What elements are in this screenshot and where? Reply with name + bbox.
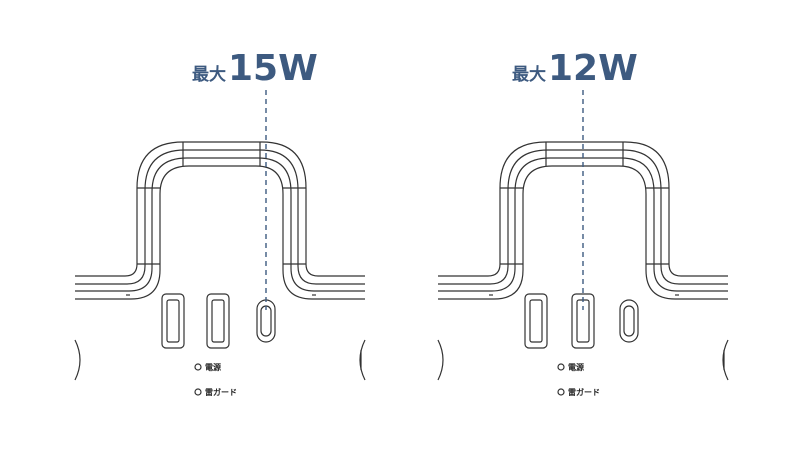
strip-outline-mid [438, 149, 728, 285]
product-panel-left: 最大 15W [74, 48, 366, 397]
outlet-left-edge [74, 339, 81, 381]
usb-a-port-2 [571, 293, 595, 349]
power-led [194, 363, 202, 371]
product-panel-right: 最大 12W [400, 0, 800, 450]
power-strip-drawing: 電源 雷ガード [437, 90, 729, 397]
strip-outline-inner [75, 157, 365, 292]
caption-wattage: 12W [548, 48, 638, 89]
power-led-label: 電源 [568, 362, 584, 372]
caption-wattage: 15W [228, 48, 318, 89]
outlet-right-edge [722, 339, 729, 381]
outlet-left-edge [437, 339, 444, 381]
usb-c-port [619, 299, 639, 343]
strip-outline-inner [438, 157, 728, 292]
power-strip-drawing: 電源 雷ガード [74, 90, 366, 397]
max-output-caption: 最大 12W [512, 48, 638, 98]
guard-led-label: 雷ガード [205, 387, 237, 397]
strip-outline-outer [438, 141, 728, 277]
guard-led [557, 388, 565, 396]
strip-outline-face [438, 165, 728, 300]
caption-prefix: 最大 [512, 65, 546, 85]
usb-a-port-1 [524, 293, 548, 349]
strip-outline-outer [75, 141, 365, 277]
usb-a-port-1 [161, 293, 185, 349]
max-output-caption: 最大 15W [192, 48, 318, 98]
guard-led-label: 雷ガード [568, 387, 600, 397]
outlet-right-edge [359, 339, 366, 381]
caption-prefix: 最大 [192, 65, 226, 85]
strip-outline-mid [75, 149, 365, 285]
usb-a-port-2 [206, 293, 230, 349]
power-led [557, 363, 565, 371]
strip-outline-face [75, 165, 365, 300]
guard-led [194, 388, 202, 396]
power-led-label: 電源 [205, 362, 221, 372]
